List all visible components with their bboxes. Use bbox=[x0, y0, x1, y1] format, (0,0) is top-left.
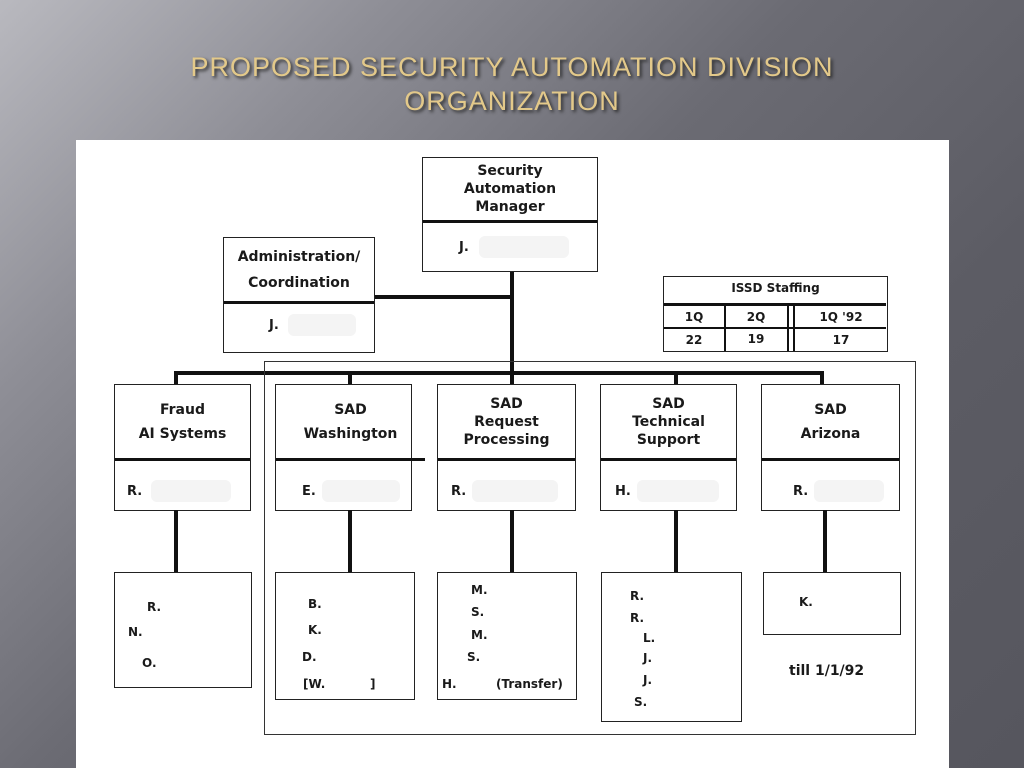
redaction-mark bbox=[479, 236, 569, 258]
unit-title-line2: Washington bbox=[303, 425, 398, 442]
staffing-header-1: 1Q bbox=[684, 310, 704, 324]
unit-member-connector-2 bbox=[348, 510, 352, 573]
member-name: N. bbox=[128, 625, 143, 639]
redaction-mark bbox=[472, 480, 558, 502]
redaction-mark bbox=[637, 480, 719, 502]
units-bus-line bbox=[174, 371, 824, 375]
member-name: B. bbox=[308, 597, 322, 611]
unit-drop-line-5 bbox=[820, 371, 824, 385]
staffing-col-rule-2 bbox=[787, 305, 789, 351]
member-name: [W. bbox=[303, 677, 326, 691]
member-transfer-note: (Transfer) bbox=[496, 677, 563, 691]
unit-member-connector-3 bbox=[510, 510, 514, 573]
member-box-sad-arizona: K. bbox=[763, 572, 901, 635]
staffing-value-1: 22 bbox=[685, 333, 703, 347]
member-box-fraud-ai: R. N. O. bbox=[114, 572, 252, 688]
admin-title-line1: Administration/ bbox=[237, 248, 361, 265]
unit-lead: R. bbox=[793, 484, 809, 499]
redaction-mark bbox=[814, 480, 884, 502]
member-name: K. bbox=[308, 623, 322, 637]
staffing-row-rule bbox=[664, 327, 886, 329]
staffing-value-3: 17 bbox=[832, 333, 850, 347]
unit-title-line2: AI Systems bbox=[138, 425, 227, 442]
admin-connector-line bbox=[374, 295, 512, 299]
unit-drop-line-1 bbox=[174, 371, 178, 385]
staffing-value-2: 19 bbox=[747, 332, 765, 346]
unit-box-fraud-ai: Fraud AI Systems R. bbox=[114, 384, 251, 511]
redaction-mark bbox=[151, 480, 231, 502]
unit-drop-line-3 bbox=[510, 371, 514, 385]
admin-box: Administration/ Coordination J. bbox=[223, 237, 375, 353]
manager-trunk-line bbox=[510, 271, 514, 380]
member-name: M. bbox=[471, 583, 488, 597]
unit-title-line2: Technical bbox=[632, 413, 705, 430]
unit-box-sad-arizona: SAD Arizona R. bbox=[761, 384, 900, 511]
unit-member-connector-5 bbox=[823, 510, 827, 573]
admin-person: J. bbox=[269, 318, 279, 333]
redaction-mark bbox=[322, 480, 400, 502]
member-name: R. bbox=[147, 600, 162, 614]
staffing-title-rule bbox=[664, 303, 886, 306]
member-name: S. bbox=[471, 605, 485, 619]
unit-lead: R. bbox=[451, 484, 467, 499]
staffing-col-rule-3 bbox=[793, 305, 795, 351]
unit-member-connector-4 bbox=[674, 510, 678, 573]
sad-group-frame bbox=[264, 361, 916, 735]
unit-title-line2: Request bbox=[474, 413, 539, 430]
manager-title-line3: Manager bbox=[475, 199, 545, 215]
manager-title-line1: Security bbox=[477, 163, 543, 179]
arizona-end-date-note: till 1/1/92 bbox=[789, 663, 865, 679]
unit-title-line3: Processing bbox=[463, 431, 550, 448]
unit-box-sad-washington: SAD Washington E. bbox=[275, 384, 425, 511]
member-name: O. bbox=[142, 656, 157, 670]
manager-person: J. bbox=[459, 240, 469, 255]
member-box-sad-technical-support: R. R. L. J. J. S. bbox=[601, 572, 742, 722]
unit-title-line1: Fraud bbox=[159, 401, 205, 418]
member-name: L. bbox=[643, 631, 656, 645]
unit-drop-line-4 bbox=[674, 371, 678, 385]
slide-title-line1: PROPOSED SECURITY AUTOMATION DIVISION bbox=[190, 52, 834, 82]
staffing-header-2: 2Q bbox=[746, 310, 766, 324]
member-box-sad-washington: B. K. D. [W. ] bbox=[275, 572, 415, 700]
unit-title-line1: SAD bbox=[652, 395, 685, 412]
member-box-sad-request-processing: M. S. M. S. H. (Transfer) bbox=[437, 572, 577, 700]
staffing-title: ISSD Staffing bbox=[731, 281, 820, 295]
unit-lead: E. bbox=[302, 484, 316, 499]
org-chart: Security Automation Manager J. Administr… bbox=[76, 140, 949, 768]
staffing-col-rule-1 bbox=[724, 305, 726, 351]
member-name: K. bbox=[799, 595, 813, 609]
member-name: M. bbox=[471, 628, 488, 642]
unit-title-line1: SAD bbox=[334, 401, 367, 418]
member-name: S. bbox=[467, 650, 481, 664]
unit-lead: R. bbox=[127, 484, 143, 499]
member-name: H. bbox=[442, 677, 457, 691]
unit-title-line3: Support bbox=[636, 431, 701, 448]
staffing-header-3: 1Q '92 bbox=[819, 310, 863, 324]
unit-title-line1: SAD bbox=[814, 401, 847, 418]
unit-member-connector-1 bbox=[174, 510, 178, 573]
unit-drop-line-2 bbox=[348, 371, 352, 385]
redaction-mark bbox=[288, 314, 356, 336]
unit-box-sad-technical-support: SAD Technical Support H. bbox=[600, 384, 737, 511]
member-name: J. bbox=[643, 651, 653, 665]
unit-lead: H. bbox=[615, 484, 631, 499]
unit-title-line1: SAD bbox=[490, 395, 523, 412]
slide-title: PROPOSED SECURITY AUTOMATION DIVISION OR… bbox=[0, 50, 1024, 118]
slide-title-line2: ORGANIZATION bbox=[404, 86, 620, 116]
member-name: R. bbox=[630, 611, 645, 625]
member-name: J. bbox=[643, 673, 653, 687]
unit-title-line2: Arizona bbox=[800, 425, 861, 442]
staffing-table: ISSD Staffing 1Q 2Q 1Q '92 22 19 17 bbox=[663, 276, 888, 352]
unit-box-sad-request-processing: SAD Request Processing R. bbox=[437, 384, 576, 511]
member-name: R. bbox=[630, 589, 645, 603]
member-name: S. bbox=[634, 695, 648, 709]
member-name: D. bbox=[302, 650, 317, 664]
manager-box: Security Automation Manager J. bbox=[422, 157, 598, 272]
admin-title-line2: Coordination bbox=[248, 274, 350, 291]
member-name-suffix: ] bbox=[370, 677, 376, 691]
manager-title-line2: Automation bbox=[463, 181, 557, 197]
